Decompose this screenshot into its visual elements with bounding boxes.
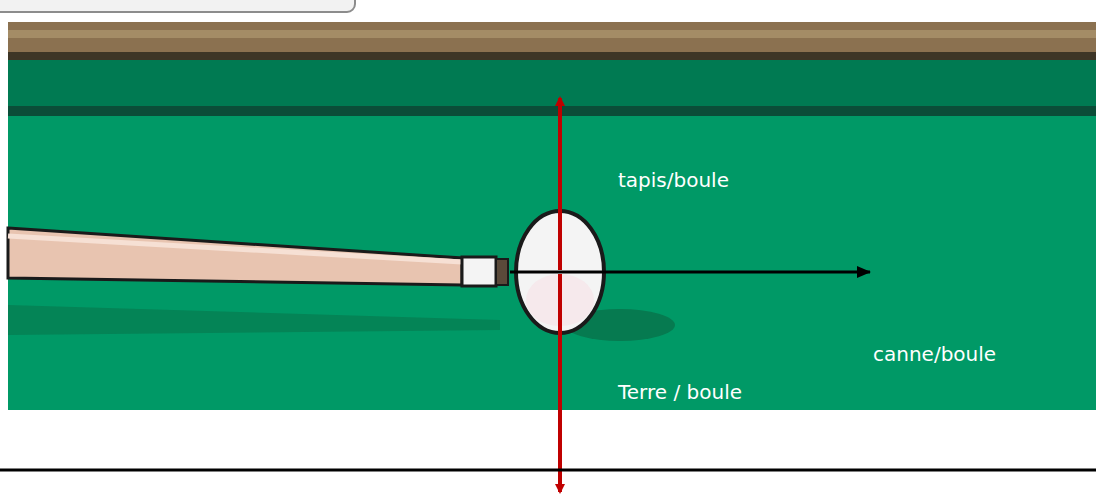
tab-box [0, 0, 355, 12]
table-felt [8, 116, 1096, 410]
rail-highlight [8, 30, 1096, 38]
cue-tip [496, 259, 508, 285]
force-label: Terre / boule [618, 380, 742, 404]
force-arrow [558, 274, 562, 492]
cushion [8, 60, 1096, 110]
force-arrow [510, 271, 870, 274]
rail-edge [8, 52, 1096, 60]
force-label: tapis/boule [618, 168, 729, 192]
cue-ferrule [462, 257, 496, 286]
cushion-edge [8, 106, 1096, 116]
cue-shadow [8, 305, 500, 335]
force-arrow [558, 98, 562, 270]
force-label: canne/boule [873, 342, 996, 366]
cue-stick [8, 228, 462, 285]
ground-line [0, 469, 1096, 472]
cue-highlight [8, 236, 462, 262]
table-rail [8, 22, 1096, 62]
